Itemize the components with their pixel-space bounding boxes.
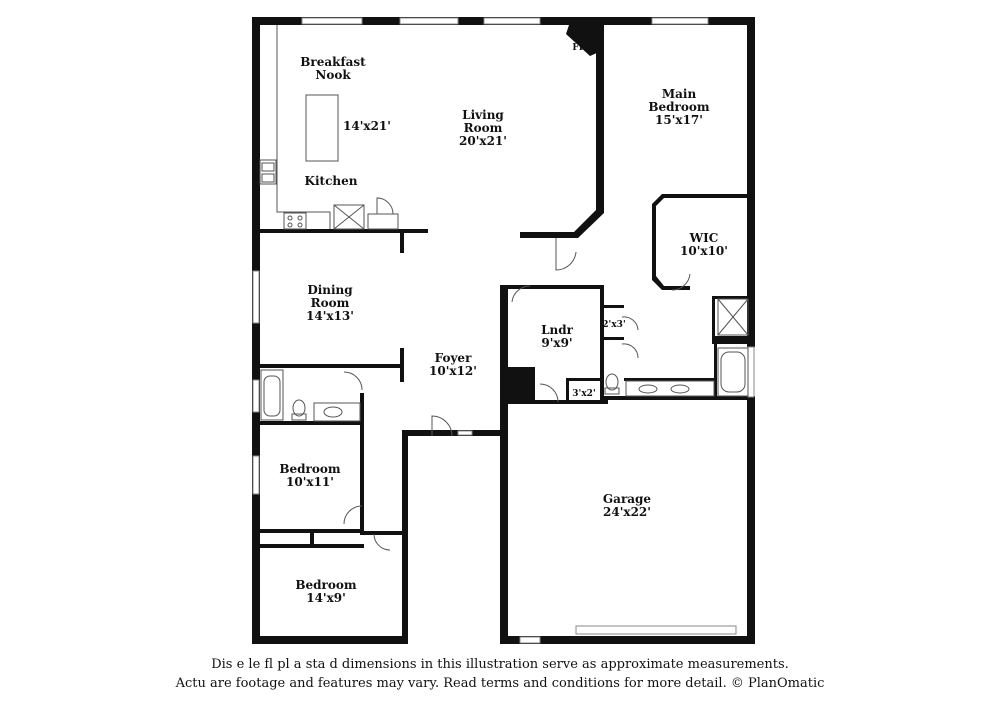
closet-b-size: 3'x2' xyxy=(572,389,595,399)
disclaimer-line-1: Dis e le fl pl a sta d dimensions in thi… xyxy=(211,657,789,672)
windows xyxy=(252,17,755,644)
garage-size: 24'x22' xyxy=(603,505,651,519)
disclaimer-line-2: Actu are footage and features may vary. … xyxy=(175,676,825,691)
dining-room-label: Dining xyxy=(307,283,353,297)
closet-a-size: 2'x3' xyxy=(602,320,625,330)
doors xyxy=(343,197,691,551)
living-room-label-2: Room xyxy=(464,121,503,135)
breakfast-nook-label-2: Nook xyxy=(315,68,351,82)
foyer-size: 10'x12' xyxy=(429,364,477,378)
main-bedroom-label: Main xyxy=(662,87,697,101)
foyer-label: Foyer xyxy=(435,351,472,365)
walls xyxy=(252,17,755,644)
main-bedroom-size: 15'x17' xyxy=(655,113,703,127)
living-room-label: Living xyxy=(462,108,504,122)
bedroom-2-size: 14'x9' xyxy=(306,591,346,605)
dining-room-size: 14'x13' xyxy=(306,309,354,323)
bedroom-1-label: Bedroom xyxy=(279,462,340,476)
living-room-size: 20'x21' xyxy=(459,134,507,148)
room-labels: Breakfast Nook 14'x21' Kitchen Living Ro… xyxy=(279,43,728,605)
breakfast-nook-label: Breakfast xyxy=(300,55,366,69)
main-bedroom-label-2: Bedroom xyxy=(648,100,709,114)
fixtures xyxy=(259,25,749,422)
garage-label: Garage xyxy=(603,492,652,506)
kitchen-label: Kitchen xyxy=(305,174,358,188)
laundry-size: 9'x9' xyxy=(541,336,572,350)
wic-size: 10'x10' xyxy=(680,244,728,258)
kitchen-size: 14'x21' xyxy=(343,119,391,133)
bedroom-1-size: 10'x11' xyxy=(286,475,334,489)
dining-room-label-2: Room xyxy=(311,296,350,310)
bedroom-2-label: Bedroom xyxy=(295,578,356,592)
wic-label: WIC xyxy=(689,231,719,245)
laundry-label: Lndr xyxy=(541,323,574,337)
fireplace-label: FP xyxy=(572,43,585,53)
